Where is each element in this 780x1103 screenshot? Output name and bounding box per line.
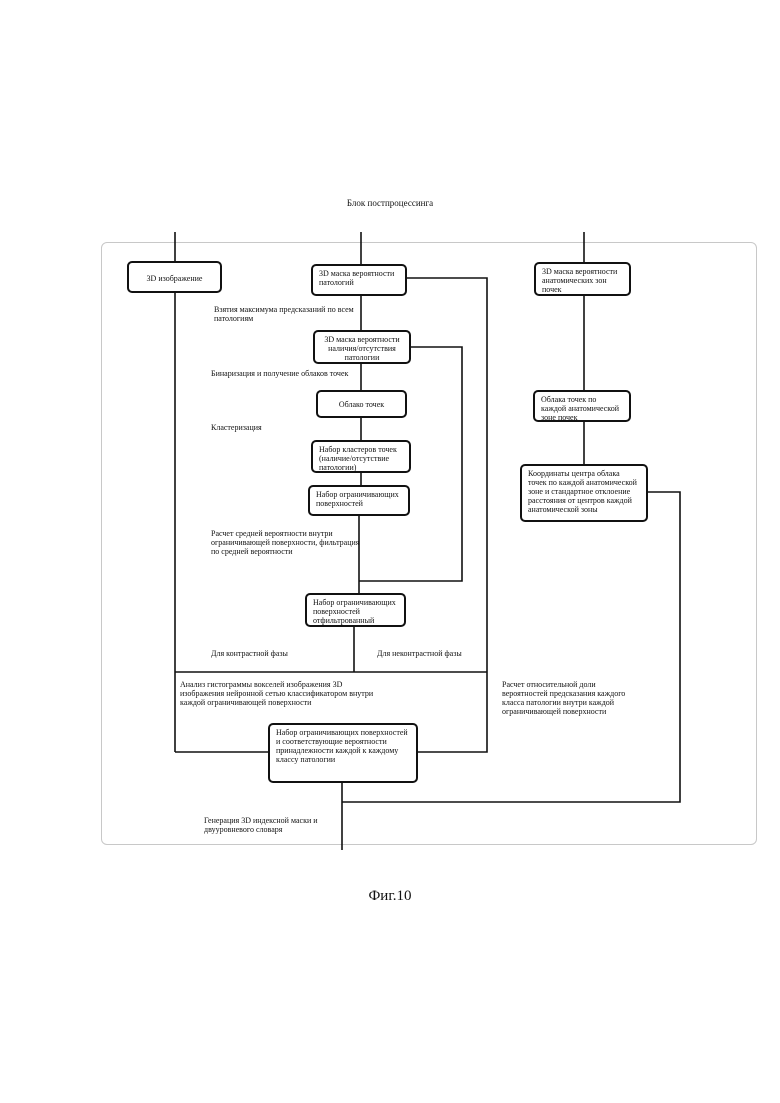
box-result-set: Набор ограничивающих поверхностей и соот… — [268, 723, 418, 783]
box-point-cloud: Облако точек — [316, 390, 407, 418]
box-3d-image: 3D изображение — [127, 261, 222, 293]
box-anatomy-mask: 3D маска вероятности анатомических зон п… — [534, 262, 631, 296]
box-pathology-mask: 3D маска вероятности патологий — [311, 264, 407, 296]
label-binarization: Бинаризация и получение облаков точек — [211, 369, 351, 378]
label-contrast-phase: Для контрастной фазы — [211, 649, 331, 658]
box-bounding-surfaces: Набор ограничивающих поверхностей — [308, 485, 410, 516]
label-max-predictions: Взятия максимума предсказаний по всем па… — [214, 305, 359, 323]
label-generation: Генерация 3D индексной маски и двууровне… — [204, 816, 339, 834]
box-presence-mask: 3D маска вероятности наличия/отсутствия … — [313, 330, 411, 364]
figure-caption: Фиг.10 — [0, 888, 780, 905]
label-clustering: Кластеризация — [211, 423, 331, 432]
label-histogram-analysis: Анализ гистограммы вокселей изображения … — [180, 680, 385, 707]
label-average-probability: Расчет средней вероятности внутри ограни… — [211, 529, 361, 556]
connector — [406, 278, 487, 752]
box-cluster-set: Набор кластеров точек (наличие/отсутстви… — [311, 440, 411, 473]
box-filtered-surfaces: Набор ограничивающих поверхностей отфиль… — [305, 593, 406, 627]
box-anatomy-center-coords: Координаты центра облака точек по каждой… — [520, 464, 648, 522]
label-noncontrast-phase: Для неконтрастной фазы — [377, 649, 497, 658]
label-relative-share: Расчет относительной доли вероятностей п… — [502, 680, 632, 716]
box-anatomy-point-clouds: Облака точек по каждой анатомической зон… — [533, 390, 631, 422]
